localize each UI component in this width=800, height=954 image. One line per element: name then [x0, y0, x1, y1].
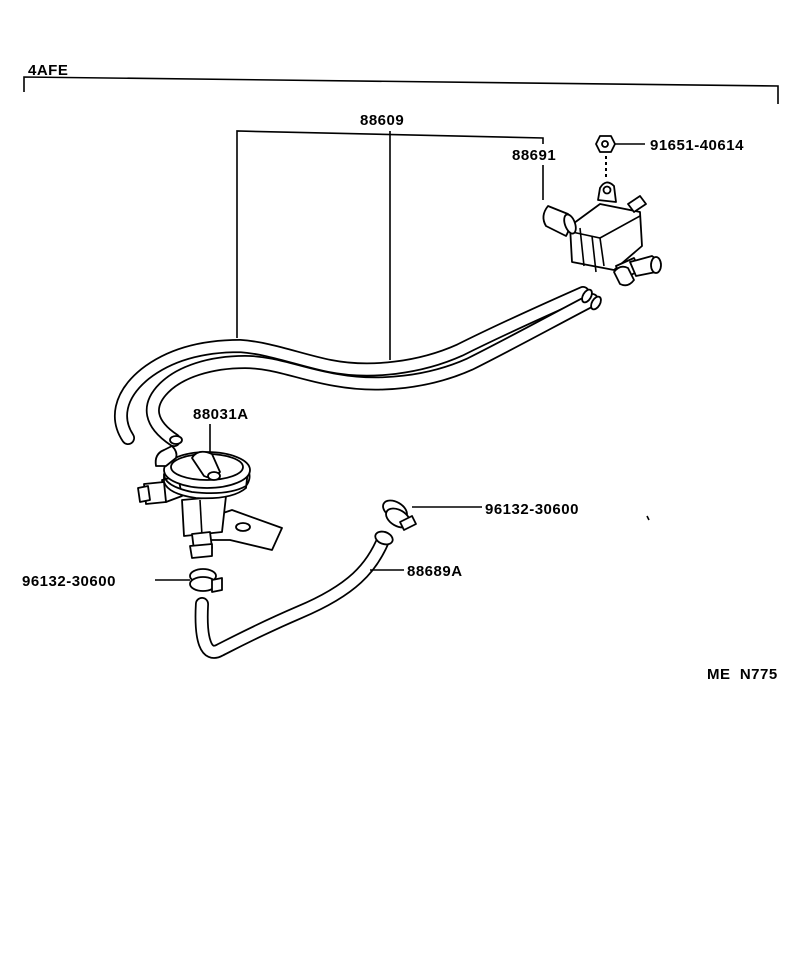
vacuum-hoses: [114, 286, 602, 447]
diagram-code: ME N775: [707, 666, 778, 683]
vacuum-valve-component: [137, 445, 283, 559]
header-bracket: [23, 76, 779, 104]
nut-icon: [595, 135, 616, 153]
engine-code-label: 4AFE: [28, 62, 68, 79]
clip-lower-part-number: 96132-30600: [22, 573, 116, 590]
clip-lower-icon: [189, 568, 223, 593]
clip-upper-part-number: 96132-30600: [485, 501, 579, 518]
vsv-part-number: 88691: [512, 147, 556, 164]
nut-part-number: 91651-40614: [650, 137, 744, 154]
lower-hose-part-number: 88689A: [407, 563, 463, 580]
lower-hose: [194, 530, 394, 659]
stray-mark: [646, 515, 650, 521]
vacuum-hose-part-number: 88609: [360, 112, 404, 129]
valve-part-number: 88031A: [193, 406, 249, 423]
vacuum-hose-leader: [236, 130, 544, 360]
vsv-component: [542, 181, 662, 287]
clip-upper-icon: [382, 499, 417, 531]
